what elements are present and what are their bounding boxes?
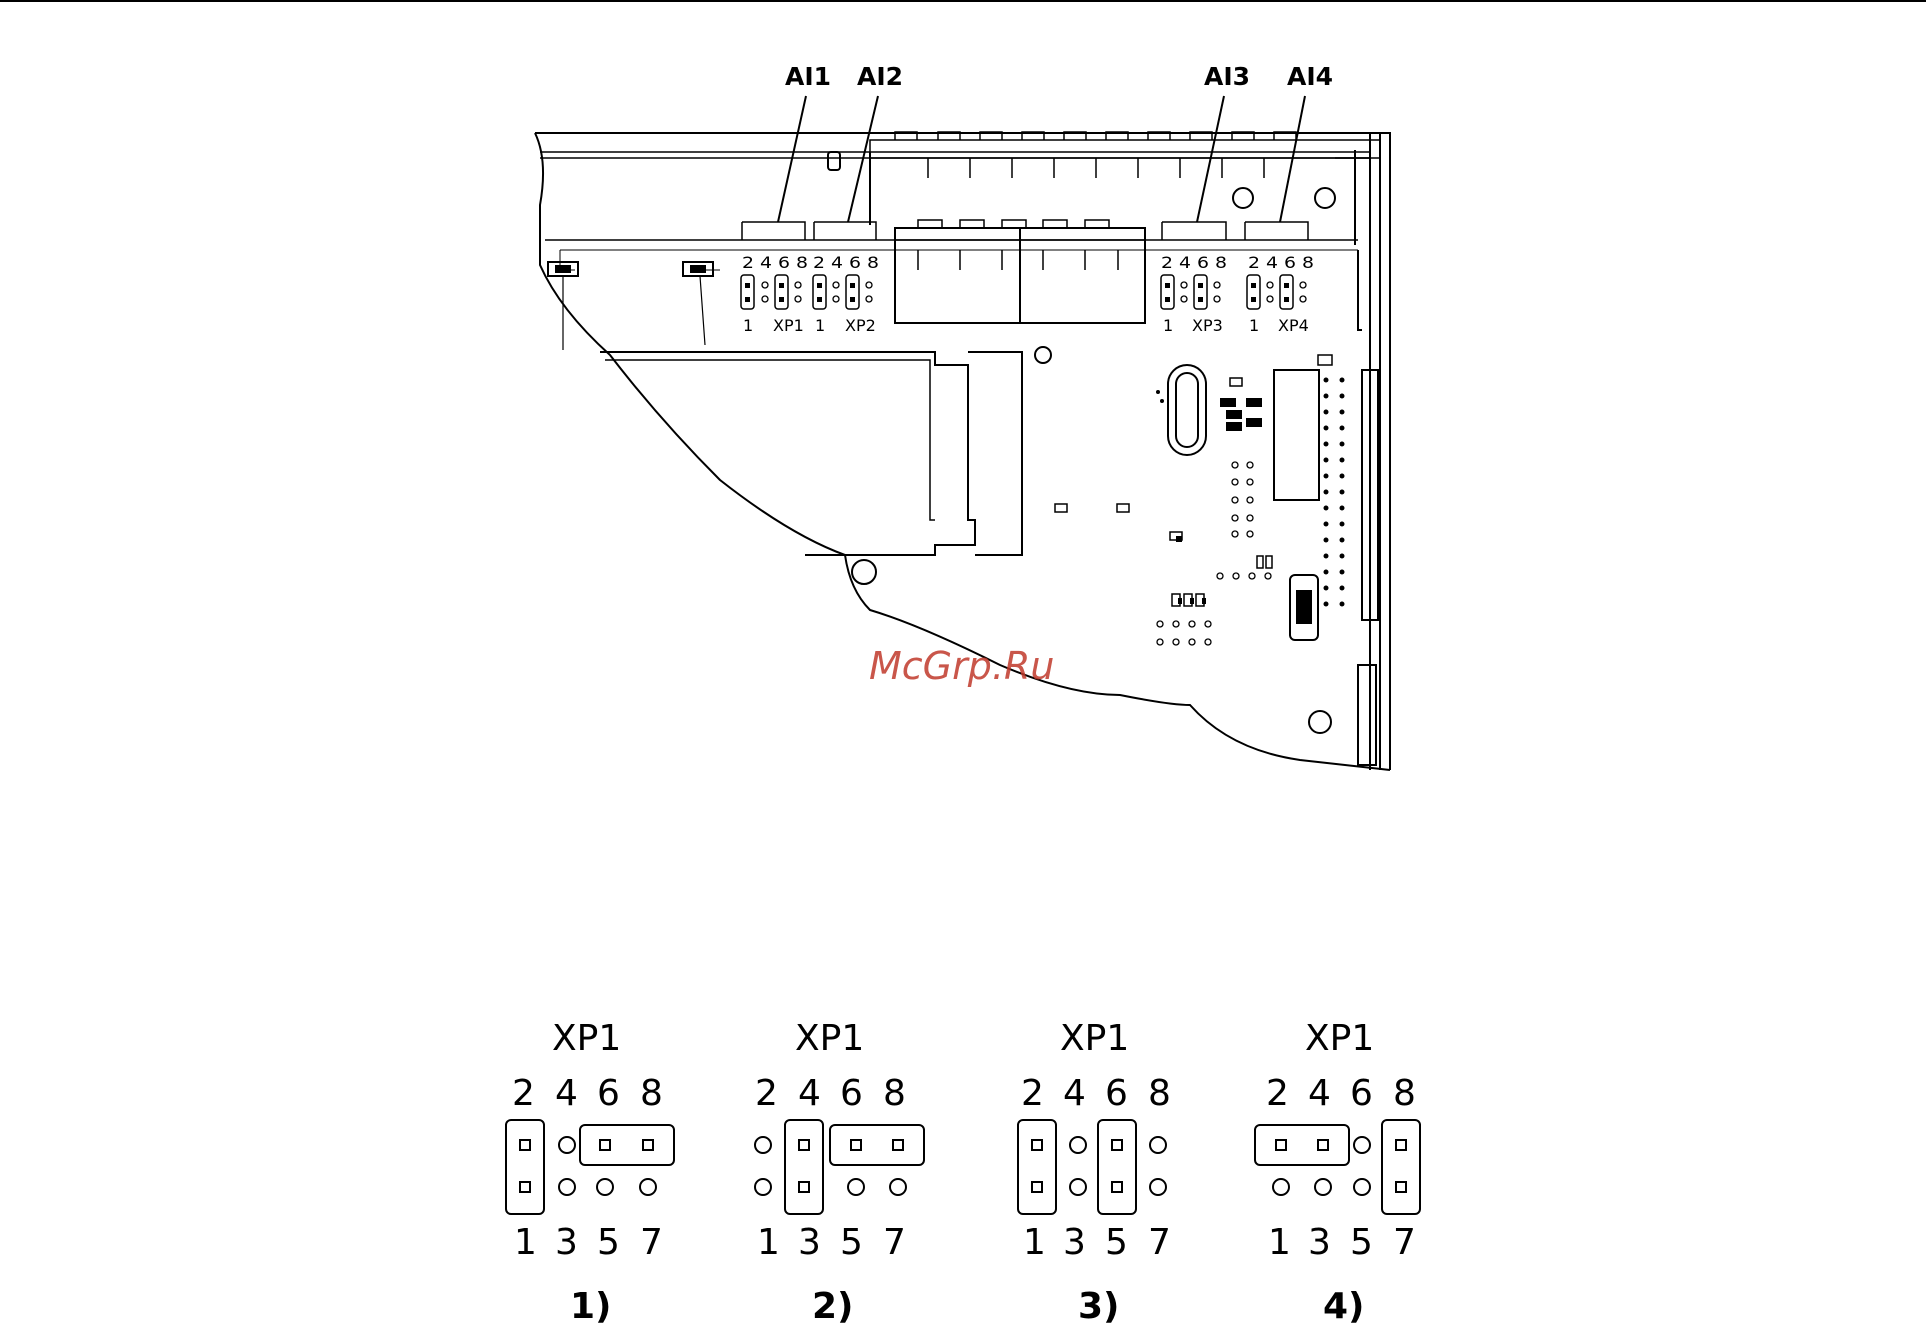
pin-label-top: 6	[1105, 1073, 1128, 1114]
variant-caption: 4)	[1323, 1286, 1365, 1327]
xp2-pin1: 1	[815, 316, 825, 335]
jumper-shunts	[506, 1120, 674, 1214]
vias	[1157, 462, 1271, 645]
via	[1035, 347, 1051, 363]
variant-3: XP1 2 4 6 8 1 3 5 7 3)	[1018, 1018, 1171, 1327]
mount-hole	[1309, 711, 1331, 733]
variant-1: XP1 2 4 6 8 1 3 5 7 1)	[506, 1018, 674, 1327]
pin-label-bottom: 1	[757, 1222, 780, 1263]
pin-label-top: 4	[1308, 1073, 1331, 1114]
pin-label-top: 8	[640, 1073, 663, 1114]
variant-title: XP1	[1060, 1018, 1129, 1059]
terminal-teeth	[870, 132, 1380, 178]
mount-hole	[1233, 188, 1253, 208]
pin-label-top: 2	[755, 1073, 778, 1114]
pin-label-bottom: 3	[1308, 1222, 1331, 1263]
smd-filled	[1156, 390, 1262, 604]
pin-label-top: 6	[1350, 1073, 1373, 1114]
pin-header-dots	[1324, 378, 1345, 607]
pin-label-bottom: 1	[1023, 1222, 1046, 1263]
board-inner-edge	[560, 250, 1358, 270]
xp1-label: XP1	[773, 316, 804, 335]
crystal-outer	[1168, 365, 1206, 455]
callout-ai2: AI2	[857, 62, 903, 91]
xp4-pin1: 1	[1249, 316, 1259, 335]
mount-hole	[852, 560, 876, 584]
watermark: McGrp.Ru	[869, 644, 1054, 688]
jumper-shunts	[1018, 1120, 1136, 1214]
post	[828, 152, 840, 170]
pin-label-top: 4	[798, 1073, 821, 1114]
pin-label-bottom: 3	[798, 1222, 821, 1263]
jumper-shunts	[785, 1120, 924, 1214]
smd-pads	[1055, 355, 1332, 606]
pin-label-bottom: 7	[883, 1222, 906, 1263]
variant-title: XP1	[1305, 1018, 1374, 1059]
pin-label-top: 6	[840, 1073, 863, 1114]
callout-ai3: AI3	[1204, 62, 1250, 91]
callout-leaders	[778, 96, 1305, 222]
large-connector	[600, 352, 975, 555]
pin-label-bottom: 3	[555, 1222, 578, 1263]
pin-label-top: 2	[1021, 1073, 1044, 1114]
xp3-pin1: 1	[1163, 316, 1173, 335]
pin-label-bottom: 7	[1393, 1222, 1416, 1263]
right-lower-strip	[1358, 665, 1376, 765]
variant-title: XP1	[552, 1018, 621, 1059]
pin-label-bottom: 7	[640, 1222, 663, 1263]
xp3-top-numbers: 2 4 6 8	[1161, 253, 1227, 272]
xp4-label: XP4	[1278, 316, 1309, 335]
xp1-top-numbers: 2 4 6 8	[742, 253, 808, 272]
callout-ai1: AI1	[785, 62, 831, 91]
variant-title: XP1	[795, 1018, 864, 1059]
callout-ai4: AI4	[1287, 62, 1333, 91]
variant-4: XP1 2 4 6 8 1 3 5 7 4)	[1255, 1018, 1420, 1327]
variant-caption: 2)	[812, 1286, 854, 1327]
pin-label-top: 4	[555, 1073, 578, 1114]
pin-label-top: 8	[1393, 1073, 1416, 1114]
pin-label-top: 8	[883, 1073, 906, 1114]
crystal-inner	[1176, 373, 1198, 447]
pin-label-top: 8	[1148, 1073, 1171, 1114]
variant-caption: 3)	[1078, 1286, 1120, 1327]
pin-label-bottom: 1	[514, 1222, 537, 1263]
pin-label-top: 2	[1266, 1073, 1289, 1114]
top-inner-line	[540, 152, 1370, 158]
jumper-shunts	[1255, 1120, 1420, 1214]
variant-caption: 1)	[570, 1286, 612, 1327]
pin-label-bottom: 5	[1105, 1222, 1128, 1263]
pin-label-top: 2	[512, 1073, 535, 1114]
pin-label-bottom: 5	[1350, 1222, 1373, 1263]
pin-label-bottom: 3	[1063, 1222, 1086, 1263]
xp4-top-numbers: 2 4 6 8	[1248, 253, 1314, 272]
xp1-pin1: 1	[743, 316, 753, 335]
xp2-label: XP2	[845, 316, 876, 335]
xp3-label: XP3	[1192, 316, 1223, 335]
ic-chip	[1274, 370, 1319, 500]
header-open-pins	[762, 282, 1306, 302]
pin-label-bottom: 5	[597, 1222, 620, 1263]
pin-label-top: 4	[1063, 1073, 1086, 1114]
pin-label-top: 6	[597, 1073, 620, 1114]
pin-label-bottom: 1	[1268, 1222, 1291, 1263]
xp2-top-numbers: 2 4 6 8	[813, 253, 879, 272]
pin-label-bottom: 5	[840, 1222, 863, 1263]
large-connector-side	[968, 352, 1022, 555]
pin-label-bottom: 7	[1148, 1222, 1171, 1263]
variant-2: XP1 2 4 6 8 1 3 5 7 2)	[755, 1018, 924, 1327]
mount-hole	[1315, 188, 1335, 208]
